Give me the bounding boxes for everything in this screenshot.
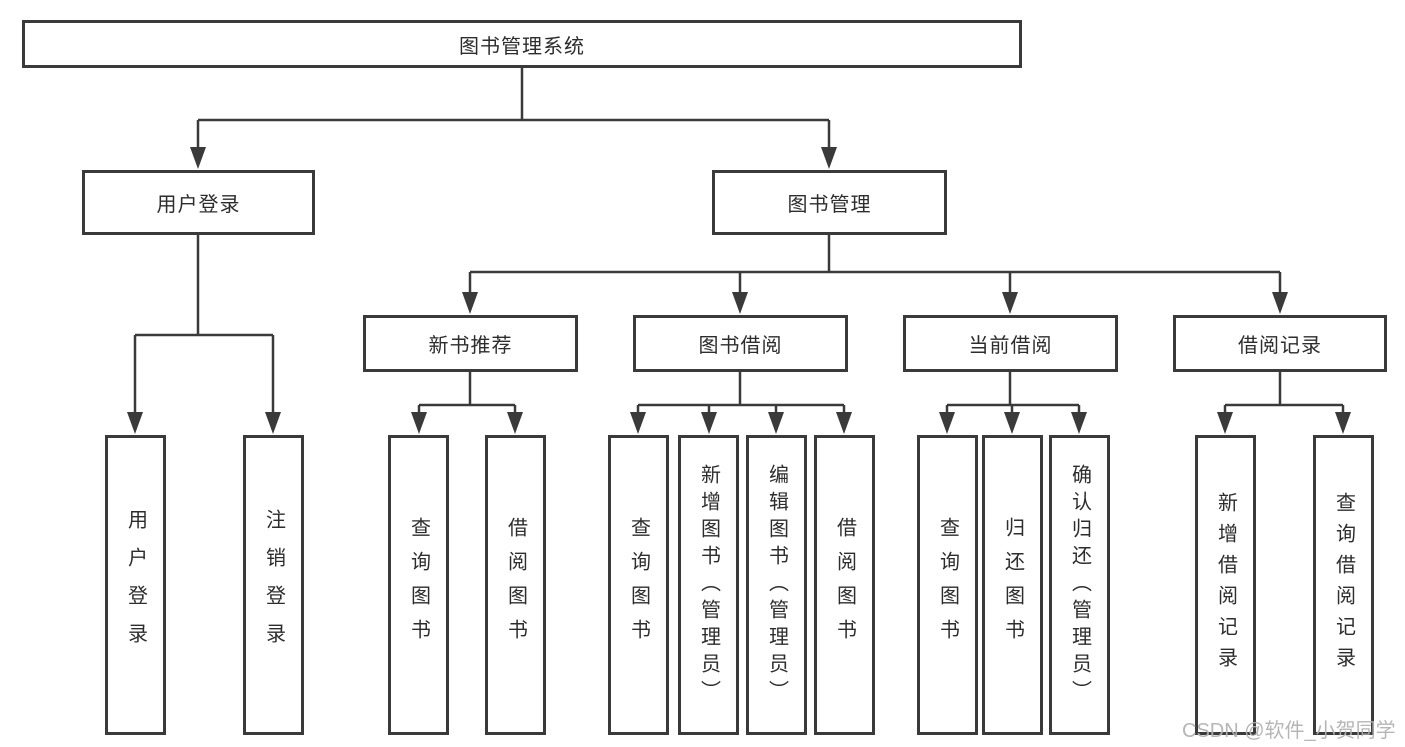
node-user-login: 用户登录	[82, 170, 315, 235]
leaf-add-books-admin-label: 新增图书（管理员）	[697, 463, 720, 707]
csdn-watermark: CSDN @软件_小贺同学	[1182, 720, 1396, 742]
node-book-management-label: 图书管理	[787, 194, 872, 216]
node-current-borrowing: 当前借阅	[903, 315, 1118, 372]
leaf-borrowing-query-books: 查询图书	[608, 435, 669, 735]
node-book-management: 图书管理	[712, 170, 947, 235]
leaf-user-login: 用户登录	[105, 435, 166, 735]
node-book-borrowing-label: 图书借阅	[698, 335, 783, 357]
leaf-confirm-return-admin-label: 确认归还（管理员）	[1068, 463, 1091, 707]
leaf-current-query-books: 查询图书	[917, 435, 978, 735]
leaf-return-books-label: 归还图书	[1001, 517, 1024, 653]
node-new-book-recommend-label: 新书推荐	[428, 335, 513, 357]
leaf-return-books: 归还图书	[982, 435, 1043, 735]
leaf-add-borrow-record-label: 新增借阅记录	[1214, 492, 1237, 678]
leaf-query-borrow-record-label: 查询借阅记录	[1332, 492, 1355, 678]
node-user-login-label: 用户登录	[156, 194, 241, 216]
leaf-recommend-query-books: 查询图书	[388, 435, 449, 735]
leaf-add-books-admin: 新增图书（管理员）	[678, 435, 739, 735]
leaf-current-query-books-label: 查询图书	[936, 517, 959, 653]
node-book-borrowing: 图书借阅	[633, 315, 848, 372]
leaf-recommend-borrow-books-label: 借阅图书	[504, 517, 527, 653]
node-root-label: 图书管理系统	[459, 35, 585, 58]
connector-newbook-to-leaves	[417, 372, 517, 416]
node-borrowing-records: 借阅记录	[1173, 315, 1387, 372]
node-borrowing-records-label: 借阅记录	[1238, 335, 1322, 357]
node-root: 图书管理系统	[22, 20, 1022, 68]
leaf-recommend-query-books-label: 查询图书	[407, 517, 430, 653]
node-new-book-recommend: 新书推荐	[363, 315, 578, 372]
node-current-borrowing-label: 当前借阅	[968, 335, 1053, 357]
leaf-edit-books-admin-label: 编辑图书（管理员）	[765, 463, 788, 707]
leaf-query-borrow-record: 查询借阅记录	[1313, 435, 1374, 735]
leaf-logout-label: 注销登录	[262, 509, 285, 661]
connector-current-to-leaves	[945, 372, 1081, 416]
leaf-borrowing-query-books-label: 查询图书	[627, 517, 650, 653]
leaf-logout: 注销登录	[243, 435, 304, 735]
leaf-borrow-books-label: 借阅图书	[833, 517, 856, 653]
connector-bookmgmt-to-level3	[468, 235, 1282, 296]
connector-borrowing-to-leaves	[636, 372, 846, 416]
connector-userlogin-to-leaves	[133, 235, 275, 415]
connector-root-to-level2	[196, 68, 831, 150]
leaf-add-borrow-record: 新增借阅记录	[1195, 435, 1256, 735]
leaf-user-login-label: 用户登录	[124, 509, 147, 661]
connector-records-to-leaves	[1223, 372, 1345, 416]
leaf-edit-books-admin: 编辑图书（管理员）	[746, 435, 807, 735]
leaf-recommend-borrow-books: 借阅图书	[485, 435, 546, 735]
leaf-borrow-books: 借阅图书	[814, 435, 875, 735]
leaf-confirm-return-admin: 确认归还（管理员）	[1049, 435, 1110, 735]
